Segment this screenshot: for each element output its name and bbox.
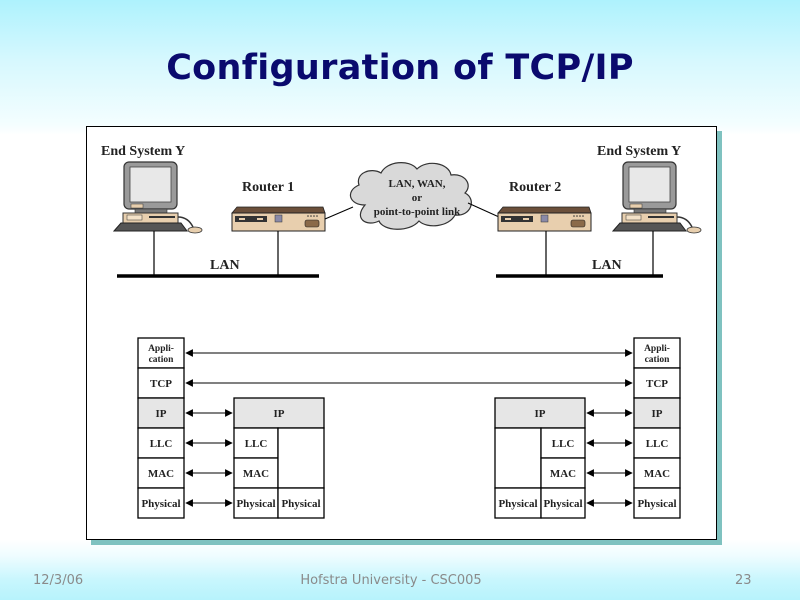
cloud-icon: LAN, WAN, or point-to-point link [349,162,472,230]
cloud-text-line-1: LAN, WAN, [389,178,446,190]
right-application-line-2: cation [645,355,671,365]
computer-icon-left [112,161,203,234]
protocol-stack-left [137,337,185,519]
right-application-line-1: Appli- [644,344,670,354]
router-2-physical-b: Physical [543,498,582,510]
router-1-ip-layer: IP [274,408,285,420]
left-application-line-2: cation [149,355,175,365]
left-ip-layer: IP [156,408,167,420]
left-mac-layer: MAC [148,468,174,480]
router-1-physical-b: Physical [281,498,320,510]
right-tcp-layer: TCP [646,378,668,390]
footer-center-text: Hofstra University - CSC005 [300,573,482,588]
router-2-ip-layer: IP [535,408,546,420]
router-1-label: Router 1 [242,180,294,195]
router-2-icon [497,206,592,232]
footer-date: 12/3/06 [33,573,84,588]
right-physical-layer: Physical [637,498,676,510]
left-application-line-1: Appli- [148,344,174,354]
end-system-right-label: End System Y [597,144,681,159]
protocol-stack-router-2 [494,397,586,519]
right-ip-layer: IP [652,408,663,420]
router-1-mac-layer: MAC [243,468,269,480]
router-2-label: Router 2 [509,180,561,195]
tcpip-configuration-figure: End System Y Router 1 [86,126,717,540]
router-2-mac-layer: MAC [550,468,576,480]
router-1-llc-layer: LLC [245,438,268,450]
router-1-icon [231,206,326,232]
end-system-left-label: End System Y [101,144,185,159]
router-2-physical-a: Physical [498,498,537,510]
right-mac-layer: MAC [644,468,670,480]
slide-title: Configuration of TCP/IP [166,48,634,88]
protocol-stack-right [633,337,681,519]
router-2-llc-layer: LLC [552,438,575,450]
cloud-text-line-3: point-to-point link [374,206,461,218]
protocol-stack-router-1 [233,397,325,519]
computer-icon-right [611,161,702,234]
lan-right-label: LAN [592,258,622,273]
footer-page-number: 23 [735,573,752,588]
left-physical-layer: Physical [141,498,180,510]
left-tcp-layer: TCP [150,378,172,390]
right-llc-layer: LLC [646,438,669,450]
router-1-physical-a: Physical [236,498,275,510]
cloud-text-line-2: or [412,192,423,204]
left-llc-layer: LLC [150,438,173,450]
lan-left-label: LAN [210,258,240,273]
